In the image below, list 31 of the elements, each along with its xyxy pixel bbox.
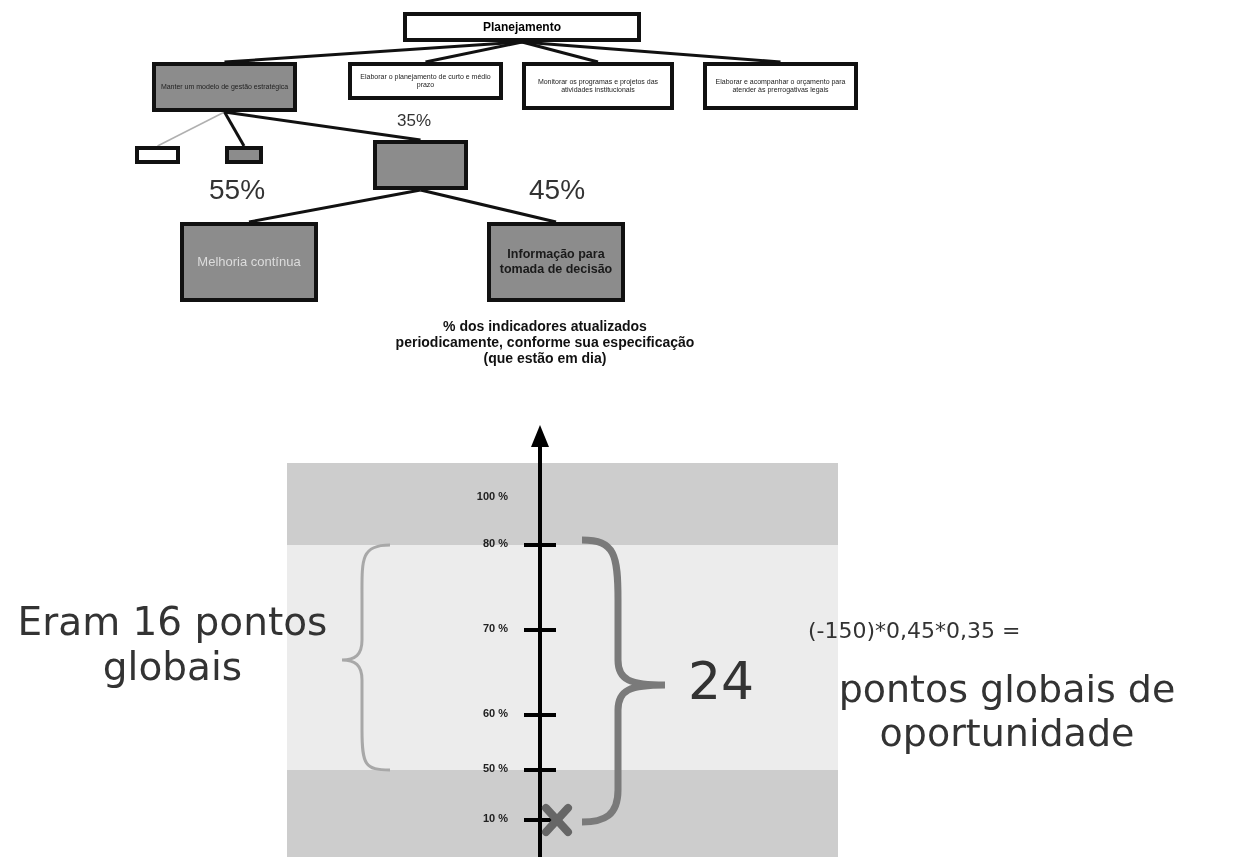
connector-line [248,188,421,224]
axis-title: % dos indicadores atualizados periodicamente, conforme sua especificação (que estão em dia) [394,318,696,367]
tick-label: 10 % [481,812,508,824]
tick-label: 60 % [481,707,508,719]
percentage-label: 35% [397,112,432,129]
connector-line [223,111,246,147]
box-label: Melhoria contínua [197,254,301,270]
tick-label: 100 % [475,490,508,502]
box-label: Planejamento [483,19,561,35]
note-text: Eram 16 pontos globais [16,600,329,690]
result-number: 24 [688,652,755,712]
connector-line [224,110,421,142]
connector-line [425,40,523,64]
connector-line [156,111,226,147]
connector-line [521,40,781,64]
percentage-label: 55% [209,176,266,204]
process-box [152,62,297,112]
process-box [703,62,858,110]
box-label: Informação para tomada de decisão [498,247,614,277]
tick-label: 70 % [481,622,508,634]
formula-text: (-150)*0,45*0,35 = [808,618,1021,644]
note-text: pontos globais de oportunidade [837,668,1177,756]
empty-box [225,146,263,164]
empty-box [135,146,180,164]
percentage-label: 45% [529,176,586,204]
process-box [403,12,641,42]
connector-line [420,188,557,224]
process-box [522,62,674,110]
tick-label: 50 % [481,762,508,774]
process-box [348,62,503,100]
tick-label: 80 % [481,537,508,549]
